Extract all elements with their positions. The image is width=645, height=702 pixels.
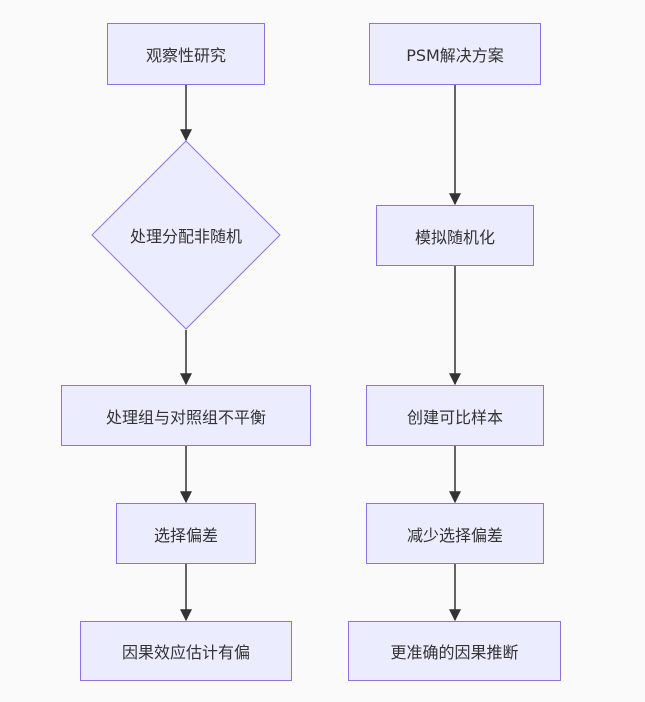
node-psm-solution: PSM解决方案 — [369, 23, 541, 85]
node-accurate-inference-label: 更准确的因果推断 — [390, 643, 519, 662]
node-biased-estimate-label: 因果效应估计有偏 — [121, 643, 250, 662]
node-psm-solution-label: PSM解决方案 — [406, 46, 504, 65]
node-observational-study-label: 观察性研究 — [145, 46, 226, 65]
node-simulate-randomization: 模拟随机化 — [376, 205, 534, 266]
node-simulate-randomization-label: 模拟随机化 — [414, 227, 495, 247]
node-group-imbalance-label: 处理组与对照组不平衡 — [105, 407, 266, 427]
node-group-imbalance: 处理组与对照组不平衡 — [61, 385, 311, 446]
node-selection-bias: 选择偏差 — [116, 503, 256, 564]
node-nonrandom-assignment-label: 处理分配非随机 — [129, 227, 242, 246]
node-comparable-samples: 创建可比样本 — [366, 385, 544, 446]
node-biased-estimate: 因果效应估计有偏 — [80, 621, 292, 681]
node-selection-bias-label: 选择偏差 — [153, 525, 218, 545]
node-comparable-samples-label: 创建可比样本 — [406, 407, 503, 427]
node-reduce-selection-bias-label: 减少选择偏差 — [406, 525, 503, 545]
node-reduce-selection-bias: 减少选择偏差 — [366, 503, 544, 564]
decision-diamond-shape — [91, 140, 281, 330]
node-observational-study: 观察性研究 — [107, 23, 265, 85]
node-nonrandom-assignment: 处理分配非随机 — [106, 215, 266, 255]
node-accurate-inference: 更准确的因果推断 — [348, 621, 561, 681]
